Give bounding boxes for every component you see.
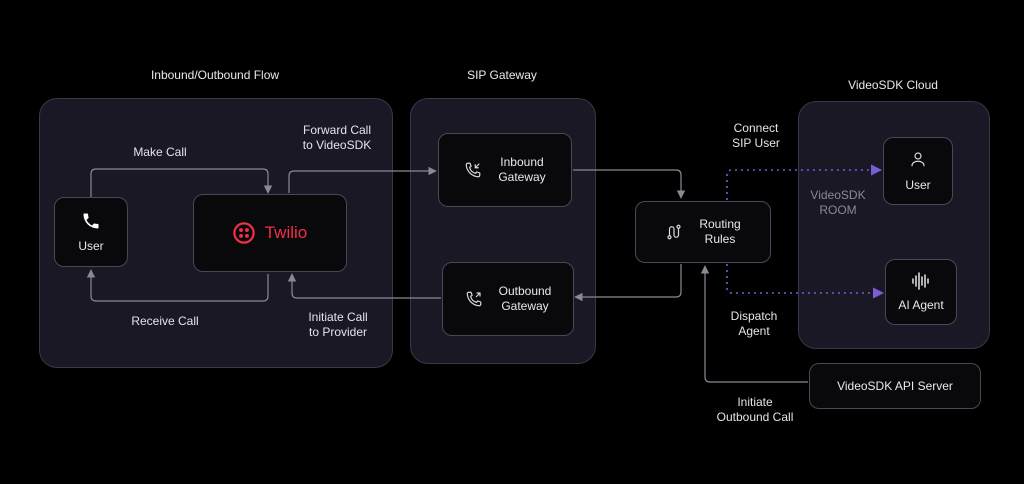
phone-incoming-icon [464,161,482,179]
dispatch-agent-label: Dispatch Agent [730,309,778,338]
connect-sip-user-label: Connect SIP User [732,121,780,150]
phone-outgoing-icon [465,290,483,308]
outbound-gateway-label: Outbound Gateway [498,284,552,313]
user-node: User [54,197,128,267]
inbound-gateway-label: Inbound Gateway [498,155,546,184]
connect-sip-user-edge [726,164,883,200]
route-icon [665,223,683,241]
ai-agent-label: AI Agent [898,297,944,312]
ai-agent-node: AI Agent [885,259,957,325]
routing-rules-label: Routing Rules [699,217,741,246]
videosdk-room-label: VideoSDK ROOM [810,188,866,217]
outbound-gateway-node: Outbound Gateway [442,262,574,336]
phone-icon [81,211,101,231]
make-call-label: Make Call [133,145,187,159]
receive-call-label: Receive Call [131,314,199,328]
cloud-group-title: VideoSDK Cloud [848,78,938,92]
gateway-to-routing-edge [573,169,686,199]
flow-group-title: Inbound/Outbound Flow [150,68,280,82]
routing-to-outbound-edge [574,264,682,302]
api-server-node: VideoSDK API Server [809,363,981,409]
twilio-logo-icon [233,222,255,244]
waveform-icon [911,271,931,290]
initiate-outbound-label: Initiate Outbound Call [716,395,794,424]
forward-call-edge [288,166,437,193]
initiate-call-provider-edge [287,273,441,299]
inbound-gateway-node: Inbound Gateway [438,133,572,207]
sip-group-title: SIP Gateway [467,68,537,82]
user-icon [909,150,927,168]
make-call-edge [90,168,273,197]
api-server-label: VideoSDK API Server [837,378,953,393]
routing-rules-node: Routing Rules [635,201,771,263]
user-node-label: User [78,238,104,253]
twilio-node-label: Twilio [264,223,308,242]
cloud-user-node: User [883,137,953,205]
twilio-node: Twilio [193,194,347,272]
receive-call-edge [86,269,269,302]
api-to-routing-edge [700,265,808,383]
dispatch-agent-edge [726,264,885,299]
cloud-user-label: User [905,177,931,192]
forward-call-label: Forward Call to VideoSDK [302,123,372,152]
initiate-call-provider-label: Initiate Call to Provider [308,310,368,339]
